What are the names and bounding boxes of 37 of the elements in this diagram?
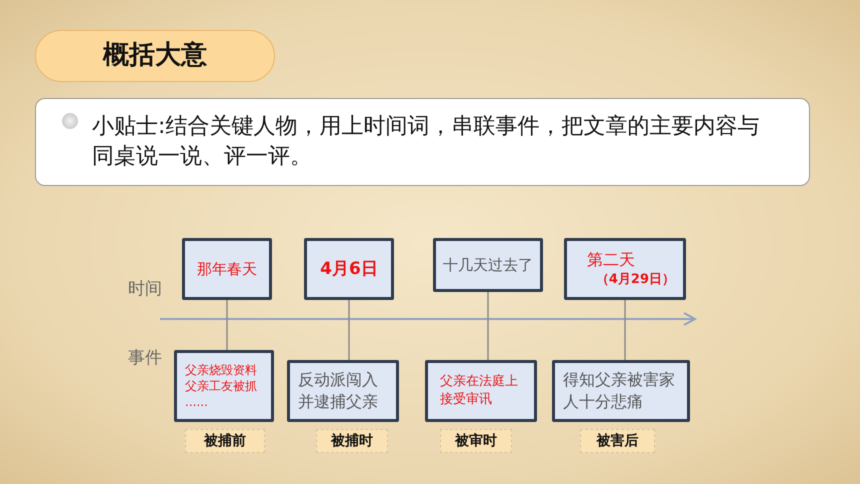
stage-label: 被捕前 [204,432,246,450]
stage-tag [440,429,512,453]
box-text: 父亲烧毁资料 [185,362,257,378]
box-text: 第二天 [587,249,635,272]
connector-line [226,300,228,350]
heading-box [35,30,275,82]
stage-label: 被捕时 [331,432,373,450]
stage-tag [185,429,265,453]
box-text: 得知父亲被害家人十分悲痛 [563,369,676,413]
row-label: 时间 [128,278,162,300]
box-text: 那年春天 [197,258,257,280]
event-box [287,360,399,422]
stage-label: 被害后 [596,432,638,450]
box-text: 4月6日 [320,258,378,280]
box-text: 十几天过去了 [443,254,533,276]
box-subtext: 父亲工友被抓 [185,378,257,394]
time-box [304,238,394,300]
event-box [174,350,274,422]
box-subtext: ...... [185,394,208,410]
time-box [182,238,272,300]
tip-box [35,98,810,186]
event-box [425,360,537,422]
connector-line [348,300,350,360]
time-box [564,238,686,300]
stage-tag [316,429,388,453]
connector-line [624,300,626,360]
box-text: 父亲在法庭上接受审讯 [440,373,519,409]
heading-text: 概括大意 [103,39,207,72]
box-text: 反动派闯入并逮捕父亲 [298,369,379,413]
tip-text: 小贴士:结合关键人物，用上时间词，串联事件，把文章的主要内容与同桌说一说、评一评。 [92,113,760,171]
box-subtext: （4月29日） [596,271,675,289]
stage-label: 被审时 [455,432,497,450]
connector-line [487,292,489,360]
time-box [433,238,543,292]
row-label: 事件 [128,347,162,369]
event-box [552,360,690,422]
stage-tag [580,429,655,453]
